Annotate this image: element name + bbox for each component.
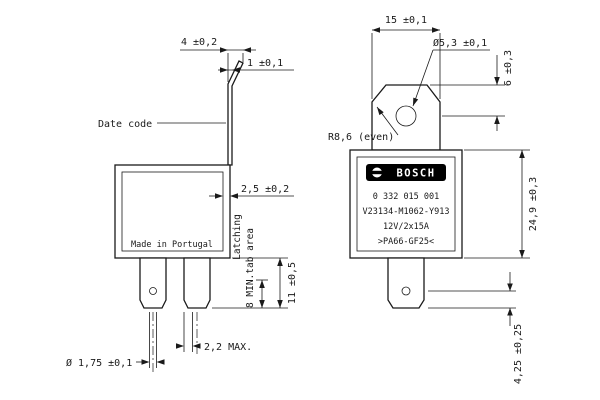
bosch-logo-icon <box>372 167 382 178</box>
dim-bracket-width-label: 15 ±0,1 <box>385 15 427 26</box>
relay-body-side <box>114 164 231 259</box>
relay-body-side-inner <box>121 171 224 252</box>
dim-wall: 2,5 ±0,2 <box>209 184 294 199</box>
dim-tab-thickness-label: 1 ±0,1 <box>247 58 283 69</box>
dim-hole-offset: 6 ±0,3 <box>430 50 514 131</box>
dim-hole-diameter-label: Ø 1,75 ±0,1 <box>66 357 132 369</box>
product-label: BOSCH 0 332 015 001 V23134-M1062-Y913 12… <box>363 164 450 247</box>
relay-body-front-inner <box>356 156 456 252</box>
terminal-pin-left <box>139 257 167 309</box>
bracket-hole <box>395 105 417 127</box>
dim-terminal-thickness-label: 2,2 MAX. <box>204 342 252 353</box>
dim-tab-thickness: 1 ±0,1 <box>218 58 294 73</box>
dim-hole-diameter: Ø 1,75 ±0,1 <box>66 312 165 369</box>
dim-tab-width-label: 4 ±0,2 <box>181 37 217 48</box>
dim-terminal-length: 11 ±0,5 <box>212 257 298 309</box>
dim-wall-label: 2,5 ±0,2 <box>241 184 289 195</box>
dim-bracket-width: 15 ±0,1 <box>371 15 441 99</box>
date-code-label: Date code <box>98 119 152 130</box>
bosch-logo-plate <box>366 164 446 181</box>
bosch-brand-text: BOSCH <box>396 168 435 180</box>
dim-tab-area: 8 MIN.tab area <box>245 228 268 308</box>
dim-terminal-tip: 4,25 ±0,25 <box>428 272 524 384</box>
part-number-text: 0 332 015 001 <box>373 192 440 202</box>
dim-terminal-thickness: 2,2 MAX. <box>176 312 252 353</box>
pin-hole-left <box>149 287 157 295</box>
bracket-radius-callout: R8,6 (even) <box>328 106 399 143</box>
pin-hole-front <box>401 286 411 296</box>
dim-hole-offset-label: 6 ±0,3 <box>503 50 514 86</box>
dim-bracket-hole-label: Ø5,3 ±0,1 <box>433 37 487 49</box>
dim-terminal-length-label: 11 ±0,5 <box>287 262 298 304</box>
relay-side-view: Made in Portugal 4 ±0,2 1 ±0,1 Date code <box>66 37 298 374</box>
terminal-pin-front <box>387 257 425 309</box>
bracket-radius-label: R8,6 (even) <box>328 132 394 143</box>
date-code-callout: Date code <box>98 119 226 130</box>
terminal-pin-right <box>183 257 211 309</box>
material-text: >PA66-GF25< <box>378 237 434 247</box>
dim-bracket-hole: Ø5,3 ±0,1 <box>412 37 490 107</box>
dim-tab-width: 4 ±0,2 <box>180 37 256 82</box>
dim-body-height-label: 24,9 ±0,3 <box>528 177 539 231</box>
dim-body-height: 24,9 ±0,3 <box>464 149 539 259</box>
relay-front-view: BOSCH 0 332 015 001 V23134-M1062-Y913 12… <box>328 15 539 384</box>
made-in-text: Made in Portugal <box>131 240 213 250</box>
type-code-text: V23134-M1062-Y913 <box>363 207 450 217</box>
latching-tab <box>227 60 244 166</box>
dim-terminal-tip-label: 4,25 ±0,25 <box>513 324 524 384</box>
latching-label: Latching <box>232 214 243 260</box>
rating-text: 12V/2x15A <box>383 222 429 232</box>
tab-area-label: 8 MIN.tab area <box>245 228 256 308</box>
